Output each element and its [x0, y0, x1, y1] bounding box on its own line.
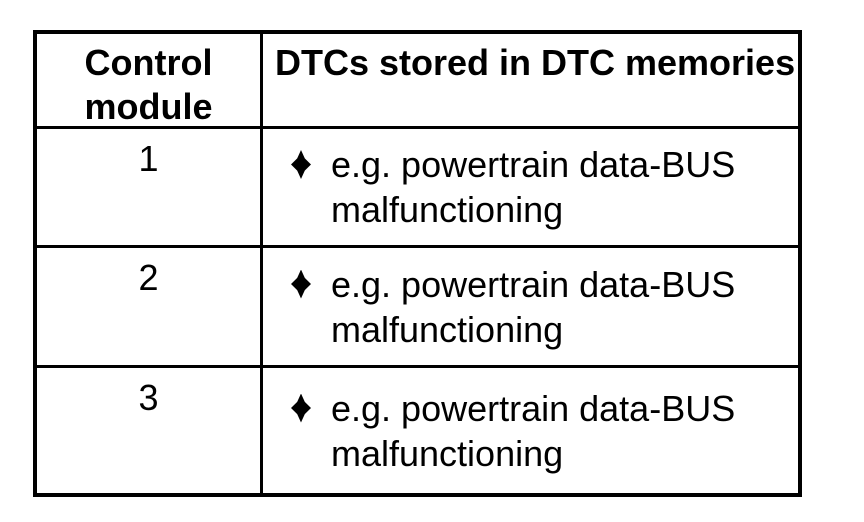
module-number-cell: 1	[37, 129, 263, 248]
diamond-bullet-icon	[291, 393, 311, 423]
dtc-text: e.g. powertrain data-BUS malfunctioning	[331, 262, 735, 352]
dtc-text-line: e.g. powertrain data-BUS	[331, 144, 736, 185]
bullet-item: e.g. powertrain data-BUS malfunctioning	[263, 262, 735, 352]
dtc-text-line: e.g. powertrain data-BUS	[331, 387, 736, 429]
dtc-text-line: malfunctioning	[331, 432, 564, 474]
module-number-cell: 3	[37, 368, 263, 493]
dtc-cell: e.g. powertrain data-BUS malfunctioning	[263, 368, 798, 493]
dtc-text: e.g. powertrain data-BUS malfunctioning	[331, 142, 735, 232]
header-cell-dtc-memories: DTCs stored in DTC memories:	[263, 34, 798, 129]
dtc-table: Control module DTCs stored in DTC memori…	[33, 30, 802, 497]
dtc-text-line: malfunctioning	[331, 189, 564, 230]
dtc-cell: e.g. powertrain data-BUS malfunctioning	[263, 129, 798, 248]
dtc-text-line: e.g. powertrain data-BUS	[331, 263, 736, 305]
dtc-text: e.g. powertrain data-BUS malfunctioning	[331, 386, 735, 476]
header-cell-control-module: Control module	[37, 34, 263, 129]
diamond-bullet-icon	[291, 150, 311, 179]
dtc-cell: e.g. powertrain data-BUS malfunctioning	[263, 248, 798, 368]
bullet-item: e.g. powertrain data-BUS malfunctioning	[263, 142, 735, 232]
dtc-text-line: malfunctioning	[331, 308, 564, 350]
module-number-cell: 2	[37, 248, 263, 368]
bullet-item: e.g. powertrain data-BUS malfunctioning	[263, 386, 735, 476]
diamond-bullet-icon	[291, 269, 311, 299]
